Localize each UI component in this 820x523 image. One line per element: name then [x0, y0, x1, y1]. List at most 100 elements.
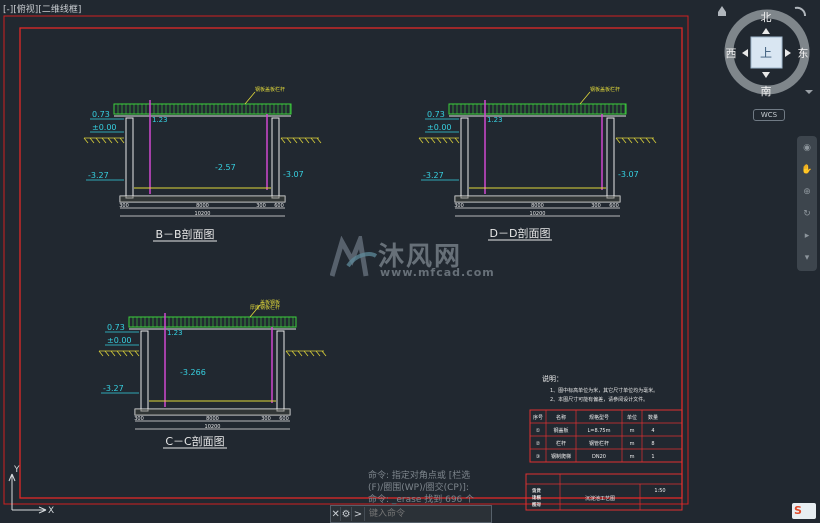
- title-block-label: 设计: [532, 487, 541, 494]
- ground-hatch-stroke: [98, 350, 104, 357]
- navigation-bar[interactable]: ◉ ✋ ⊕ ↻ ▸ ▾: [797, 136, 817, 271]
- table-cell: 栏杆: [556, 440, 566, 447]
- close-icon[interactable]: ✕: [331, 507, 342, 521]
- title-block-label: 校对: [532, 501, 541, 508]
- paper-frame-outer: [3, 15, 689, 505]
- zoom-extents-icon[interactable]: ⊕: [803, 187, 811, 197]
- ground-hatch-stroke: [651, 137, 657, 144]
- material-table: 序号①②③名称钢盖板栏杆钢制爬梯规格型号L=8.75m钢管栏杆DN20单位mmm…: [525, 409, 683, 511]
- dim-sub-label: 600: [609, 203, 619, 209]
- top-note: 盖板钢板: [260, 299, 280, 306]
- table-cell: DN20: [592, 454, 606, 460]
- dim-sub-label: 8000: [196, 203, 209, 209]
- table-header: 数量: [648, 414, 658, 421]
- table-cell: 4: [651, 428, 654, 434]
- pan-icon[interactable]: ✋: [801, 165, 813, 175]
- nav-bar-menu-icon[interactable]: ▾: [804, 253, 810, 263]
- ground-hatch-stroke: [110, 350, 116, 357]
- command-history: 命令: 指定对角点或 [栏选 (F)/圈围(WP)/圈交(CP)]: 命令: _…: [368, 470, 474, 506]
- input-method-icon[interactable]: S: [792, 503, 816, 519]
- ground-hatch-stroke: [285, 350, 291, 357]
- full-navigation-wheel-icon[interactable]: ◉: [803, 143, 811, 153]
- paper-frame-inner: [19, 27, 683, 499]
- table-cell: 钢盖板: [553, 427, 568, 434]
- title-block-label: 审核: [532, 494, 541, 501]
- base-slab: [119, 195, 286, 203]
- wall-left: [125, 117, 134, 199]
- elev-left: -3.27: [103, 384, 124, 393]
- railing-top: [448, 103, 627, 115]
- table-cell: m: [630, 428, 635, 434]
- command-input[interactable]: [365, 506, 491, 522]
- command-line[interactable]: ✕ ⚙ >: [330, 505, 492, 523]
- base-fill: [120, 196, 285, 202]
- home-view-icon[interactable]: [718, 6, 726, 16]
- elev-right: -3.07: [618, 170, 639, 179]
- ground-hatch-stroke: [297, 350, 303, 357]
- ground-hatch-stroke: [454, 137, 460, 144]
- command-history-line-2: (F)/圈围(WP)/圈交(CP)]:: [368, 483, 469, 493]
- ground-hatch-stroke: [95, 137, 101, 144]
- ground-hatch-stroke: [286, 137, 292, 144]
- viewcube-down-arrow-icon[interactable]: [762, 72, 770, 78]
- ground-hatch-stroke: [315, 350, 321, 357]
- ground-hatch-stroke: [621, 137, 627, 144]
- elev-left: -3.27: [423, 171, 444, 180]
- top-note-leader: [249, 304, 261, 318]
- title-block: [525, 473, 683, 511]
- title-block-scale: 1:50: [654, 488, 665, 494]
- ground-hatch-stroke: [119, 137, 125, 144]
- viewcube-west[interactable]: 西: [726, 47, 737, 60]
- command-prompt-icon[interactable]: >: [352, 507, 365, 521]
- ground-hatch-stroke: [116, 350, 122, 357]
- dim-total-label: 10200: [195, 211, 211, 217]
- wall-right: [271, 117, 280, 199]
- viewcube-north[interactable]: 北: [761, 11, 772, 24]
- table-header: 规格型号: [589, 414, 609, 421]
- viewport-view[interactable]: [俯视]: [13, 5, 39, 15]
- ground-hatch-stroke: [104, 350, 110, 357]
- section-title: C－C剖面图: [165, 434, 224, 448]
- viewcube-top-face[interactable]: [750, 36, 783, 69]
- viewcube-center-label: 上: [760, 46, 772, 60]
- watermark: 沐风网 www.mfcad.com: [329, 230, 495, 284]
- watermark-logo-icon: [329, 230, 378, 277]
- viewport-style[interactable]: [二维线框]: [38, 5, 82, 15]
- viewcube-east[interactable]: 东: [798, 47, 809, 60]
- table-cell: ②: [536, 441, 541, 447]
- dim-sub-label: 300: [591, 203, 601, 209]
- showmotion-icon[interactable]: ▸: [804, 231, 810, 241]
- viewport-controls[interactable]: [-]: [3, 5, 14, 15]
- table-header: 单位: [627, 414, 637, 421]
- viewcube-ring[interactable]: [724, 9, 810, 95]
- ground-hatch-stroke: [627, 137, 633, 144]
- viewcube[interactable]: 上 北 南 东 西: [718, 6, 813, 98]
- wcs-dropdown[interactable]: WCS: [753, 109, 785, 121]
- viewcube-south[interactable]: 南: [761, 85, 772, 98]
- customize-icon[interactable]: ⚙: [341, 507, 352, 521]
- ground-hatch-stroke: [134, 350, 140, 357]
- dim-sub-label: 300: [454, 203, 464, 209]
- rotate-view-icon[interactable]: [794, 6, 806, 17]
- viewcube-menu-icon[interactable]: [805, 90, 813, 94]
- title-block-label: 负责: [532, 487, 541, 494]
- wall-left: [140, 330, 149, 412]
- viewcube-right-arrow-icon[interactable]: [785, 49, 791, 57]
- viewcube-up-arrow-icon[interactable]: [762, 28, 770, 34]
- base-slab: [454, 195, 621, 203]
- watermark-brand: 沐风网: [378, 242, 463, 272]
- table-cell: 钢管栏杆: [589, 440, 609, 447]
- ground-hatch-stroke: [309, 350, 315, 357]
- ground-hatch-stroke: [448, 137, 454, 144]
- viewport-label[interactable]: [-][俯视][二维线框]: [3, 2, 81, 15]
- ground-hatch-stroke: [310, 137, 316, 144]
- table-cell: 钢制爬梯: [551, 453, 571, 460]
- watermark-url: www.mfcad.com: [380, 266, 495, 279]
- orbit-icon[interactable]: ↻: [803, 209, 811, 219]
- viewcube-left-arrow-icon[interactable]: [742, 49, 748, 57]
- title-block-label: 比例: [532, 494, 541, 501]
- ucs-y-label: Y: [13, 465, 20, 475]
